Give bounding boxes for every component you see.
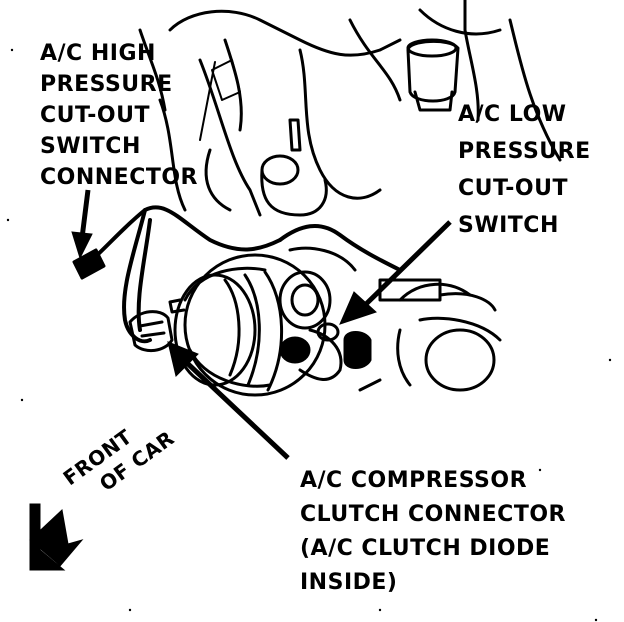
- clutch-label-line: INSIDE): [300, 570, 398, 595]
- low-pressure-label-line: PRESSURE: [458, 139, 591, 164]
- high-pressure-connector: [72, 248, 106, 280]
- clutch-label-line: (A/C CLUTCH DIODE: [300, 536, 551, 561]
- hose-fitting: [260, 118, 328, 217]
- high-pressure-label-line: SWITCH: [40, 134, 141, 159]
- clutch-connector-arrow: [167, 341, 290, 460]
- low-pressure-switch-label: A/C LOW PRESSURE CUT-OUT SWITCH: [458, 96, 591, 244]
- clutch-connector: [128, 310, 174, 353]
- engine-block: [138, 0, 562, 217]
- callout-arrows: [29, 189, 452, 571]
- print-specks: [6, 48, 612, 622]
- low-pressure-switch: [316, 322, 372, 369]
- low-pressure-arrow: [339, 220, 452, 325]
- low-pressure-label-line: SWITCH: [458, 213, 559, 238]
- high-pressure-label-line: PRESSURE: [40, 72, 173, 97]
- high-pressure-label-line: CONNECTOR: [40, 165, 198, 190]
- high-pressure-arrow: [71, 189, 93, 260]
- high-pressure-switch-label: A/C HIGH PRESSURE CUT-OUT SWITCH CONNECT…: [40, 38, 198, 193]
- front-of-car-arrow: [29, 503, 84, 571]
- high-pressure-label-line: A/C HIGH: [40, 41, 156, 66]
- clutch-label-line: A/C COMPRESSOR: [300, 468, 528, 493]
- low-pressure-label-line: A/C LOW: [458, 102, 567, 127]
- high-pressure-label-line: CUT-OUT: [40, 103, 150, 128]
- wire-harness: [78, 205, 402, 344]
- clutch-label-line: CLUTCH CONNECTOR: [300, 502, 566, 527]
- low-pressure-label-line: CUT-OUT: [458, 176, 568, 201]
- compressor-clutch-label: A/C COMPRESSOR CLUTCH CONNECTOR (A/C CLU…: [300, 464, 566, 600]
- coolant-reservoir: [406, 38, 460, 112]
- accumulator-hose: [358, 278, 502, 392]
